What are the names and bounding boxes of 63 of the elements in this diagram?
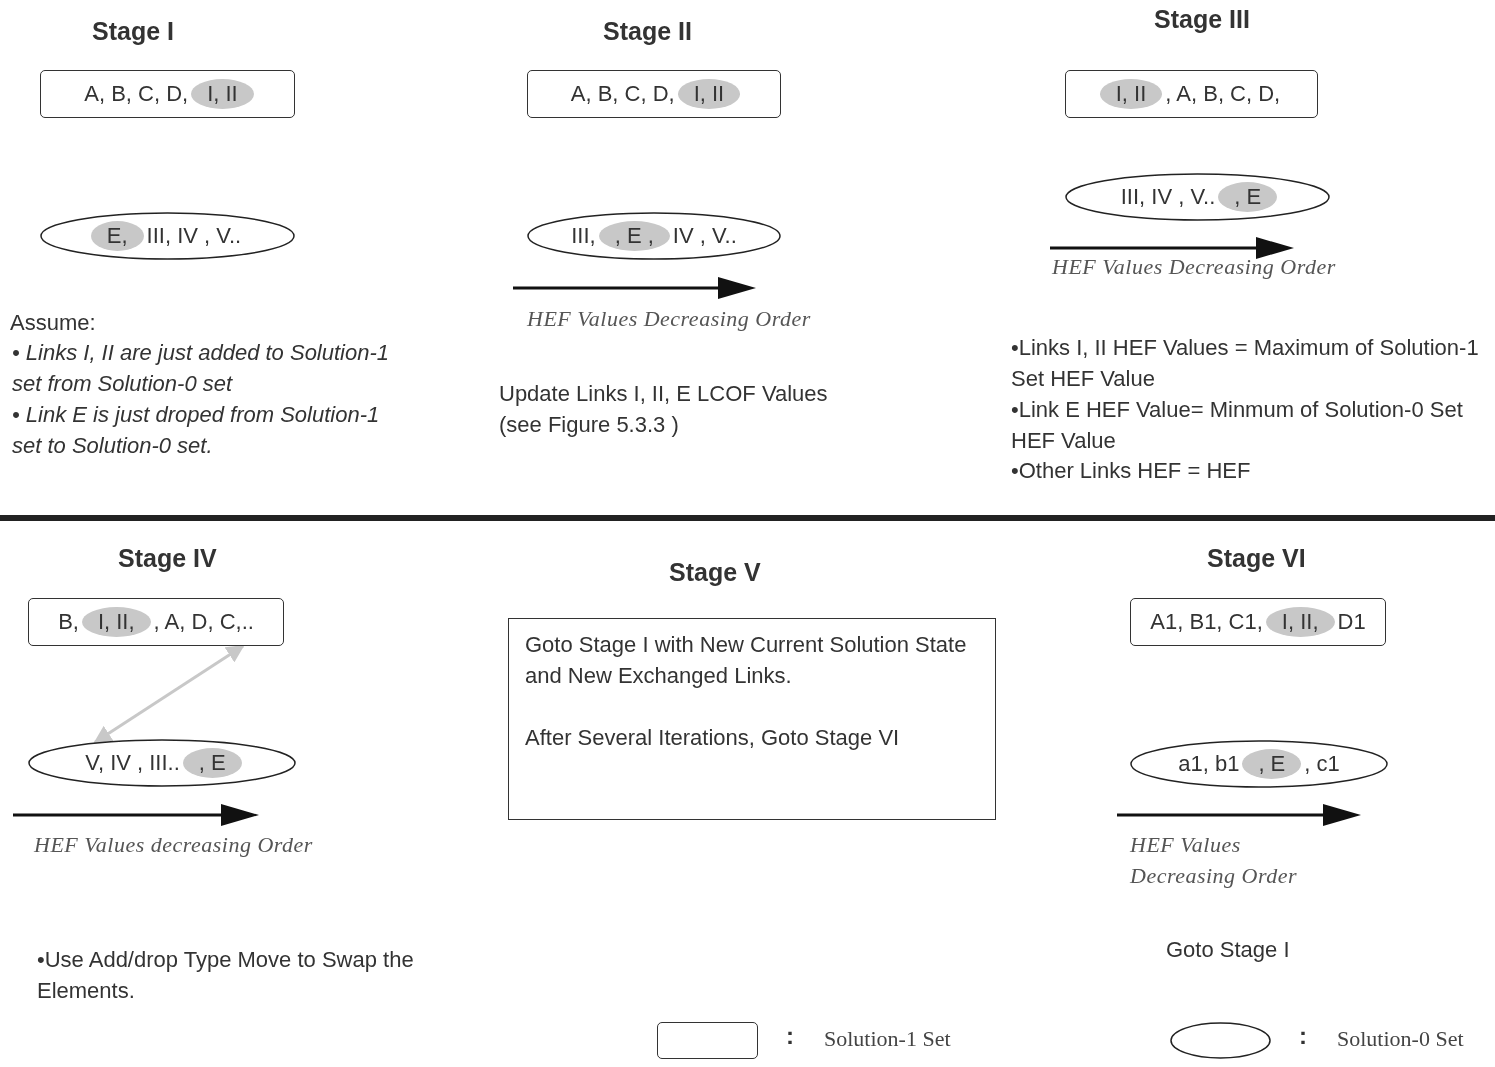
highlighted-link: I, II, bbox=[81, 607, 151, 637]
stage-title: Stage V bbox=[669, 557, 762, 588]
solution-1-box bbox=[1130, 598, 1386, 646]
legend-text: Solution-1 Set bbox=[824, 1026, 951, 1052]
stage-title: Stage VI bbox=[1207, 543, 1307, 574]
note-text: • Link E is just droped from Solution-1 set to Solution-0 set. bbox=[12, 401, 381, 460]
note-text: Goto Stage I bbox=[1166, 936, 1291, 964]
legend-rectangle bbox=[657, 1022, 758, 1059]
instruction-box bbox=[508, 618, 996, 820]
link-list: B, bbox=[55, 607, 82, 637]
arrow-caption: HEF Values decreasing Order bbox=[34, 831, 314, 859]
highlighted-link: I, II, bbox=[1265, 607, 1335, 637]
legend-ellipse bbox=[1170, 1022, 1271, 1059]
note-text: •Links I, II HEF Values = Maximum of Solution-1 Set HEF Value bbox=[1011, 334, 1480, 393]
legend-text: Solution-0 Set bbox=[1337, 1026, 1464, 1052]
link-list: , A, B, C, D, bbox=[1162, 79, 1284, 109]
highlighted-link: , E bbox=[182, 748, 242, 778]
link-list: IV , V.. bbox=[669, 221, 740, 251]
note-text: Assume: bbox=[10, 309, 97, 337]
highlighted-link: I, II bbox=[191, 79, 254, 109]
link-list: A, B, C, D, bbox=[567, 79, 678, 109]
link-list: III, IV , V.. bbox=[1117, 182, 1219, 212]
stage-title: Stage IV bbox=[118, 543, 218, 574]
arrow-caption: HEF Values Decreasing Order bbox=[1052, 253, 1337, 281]
arrow-caption: HEF Values Decreasing Order bbox=[1130, 831, 1299, 890]
solution-0-ellipse bbox=[40, 212, 295, 260]
link-list: V, IV , III.. bbox=[82, 748, 183, 778]
solution-1-box bbox=[28, 598, 284, 646]
stage-title: Stage II bbox=[603, 16, 693, 47]
highlighted-link: I, II bbox=[1099, 79, 1163, 109]
solution-1-box bbox=[1065, 70, 1318, 118]
link-list: A1, B1, C1, bbox=[1147, 607, 1266, 637]
highlighted-link: E, bbox=[90, 221, 144, 251]
note-text: •Use Add/drop Type Move to Swap the Elements. bbox=[37, 946, 415, 1005]
note-text: •Link E HEF Value= Minmum of Solution-0 Set HEF Value bbox=[1011, 396, 1464, 455]
legend-colon: : bbox=[1299, 1021, 1308, 1051]
solution-1-box bbox=[40, 70, 295, 118]
instruction-text: After Several Iterations, Goto Stage VI bbox=[525, 724, 900, 752]
highlighted-link: , E bbox=[1218, 182, 1278, 212]
solution-0-ellipse bbox=[28, 739, 296, 787]
double-arrow bbox=[93, 644, 245, 744]
link-list: III, IV , V.. bbox=[143, 221, 245, 251]
link-list: D1 bbox=[1334, 607, 1369, 637]
link-list: A, B, C, D, bbox=[81, 79, 192, 109]
link-list: , A, D, C,.. bbox=[150, 607, 257, 637]
legend-colon: : bbox=[786, 1021, 795, 1051]
stage-title: Stage III bbox=[1154, 4, 1251, 35]
instruction-text: Goto Stage I with New Current Solution State and New Exchanged Links. bbox=[525, 631, 968, 690]
note-text: Update Links I, II, E LCOF Values (see Figure 5.3.3 ) bbox=[499, 380, 829, 439]
solution-0-ellipse bbox=[527, 212, 781, 260]
arrow-caption: HEF Values Decreasing Order bbox=[527, 305, 812, 333]
solution-1-box bbox=[527, 70, 781, 118]
note-text: • Links I, II are just added to Solution-1 set from Solution-0 set bbox=[12, 339, 391, 398]
link-list: III, bbox=[568, 221, 599, 251]
solution-0-ellipse bbox=[1065, 173, 1330, 221]
solution-0-ellipse bbox=[1130, 740, 1388, 788]
highlighted-link: I, II bbox=[677, 79, 741, 109]
stage-title: Stage I bbox=[92, 16, 175, 47]
highlighted-link: , E bbox=[1242, 749, 1302, 779]
link-list: , c1 bbox=[1301, 749, 1343, 779]
note-text: •Other Links HEF = HEF bbox=[1011, 457, 1252, 485]
link-list: a1, b1 bbox=[1175, 749, 1243, 779]
highlighted-link: , E , bbox=[598, 221, 670, 251]
